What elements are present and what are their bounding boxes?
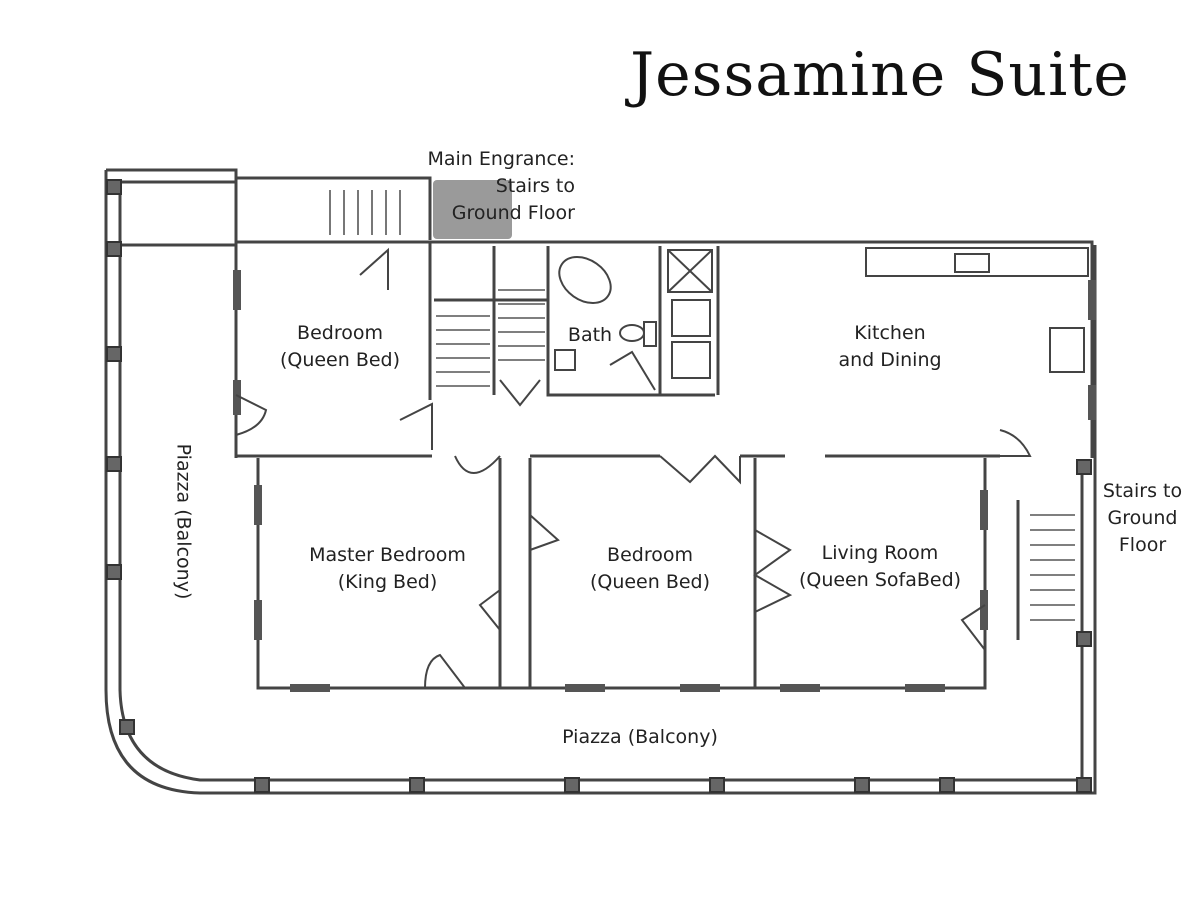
piazza-left-label: Piazza (Balcony) (172, 443, 195, 600)
bedroom-queen-1-line-2: (Queen Bed) (279, 349, 401, 371)
main-entrance-line-2: Stairs to (495, 175, 575, 197)
bedroom-queen-2-line-2: (Queen Bed) (589, 571, 711, 593)
bath-line-1: Bath (567, 324, 613, 346)
kitchen-label: Kitchen and Dining (810, 320, 970, 374)
doors (235, 247, 1032, 689)
bath-fixtures (554, 256, 657, 371)
kitchen-line-2: and Dining (838, 349, 942, 371)
bedroom-queen-2-line-1: Bedroom (607, 544, 693, 566)
piazza-bottom-label: Piazza (Balcony) (562, 726, 718, 748)
outer-walls (104, 168, 1097, 795)
bedroom-queen-1-line-1: Bedroom (297, 322, 383, 344)
stairs-right-label: Stairs to Ground Floor (1095, 478, 1190, 559)
master-bedroom-label: Master Bedroom (King Bed) (295, 542, 480, 596)
page-title: Jessamine Suite (630, 40, 1130, 110)
master-bedroom-line-2: (King Bed) (337, 571, 438, 593)
living-room-line-1: Living Room (821, 542, 939, 564)
kitchen-counters (667, 247, 1089, 379)
main-entrance-line-1: Main Engrance: (427, 148, 575, 170)
stairs-right-line-1: Stairs to (1102, 480, 1183, 502)
kitchen-line-1: Kitchen (854, 322, 926, 344)
windows (233, 270, 1096, 692)
bedroom-queen-2-label: Bedroom (Queen Bed) (570, 542, 730, 596)
balcony-posts (106, 179, 1092, 793)
bath-label: Bath (560, 322, 620, 349)
living-room-line-2: (Queen SofaBed) (798, 569, 962, 591)
main-entrance-highlight (433, 180, 512, 239)
bedroom-queen-1-label: Bedroom (Queen Bed) (260, 320, 420, 374)
stairs-right-line-2: Ground (1107, 507, 1178, 529)
master-bedroom-line-1: Master Bedroom (309, 544, 466, 566)
stair-treads (329, 190, 1075, 621)
living-room-label: Living Room (Queen SofaBed) (790, 540, 970, 594)
stairs-right-line-3: Floor (1118, 534, 1167, 556)
main-entrance-label: Main Engrance: Stairs to Ground Floor (400, 146, 575, 227)
main-entrance-line-3: Ground Floor (451, 202, 575, 224)
